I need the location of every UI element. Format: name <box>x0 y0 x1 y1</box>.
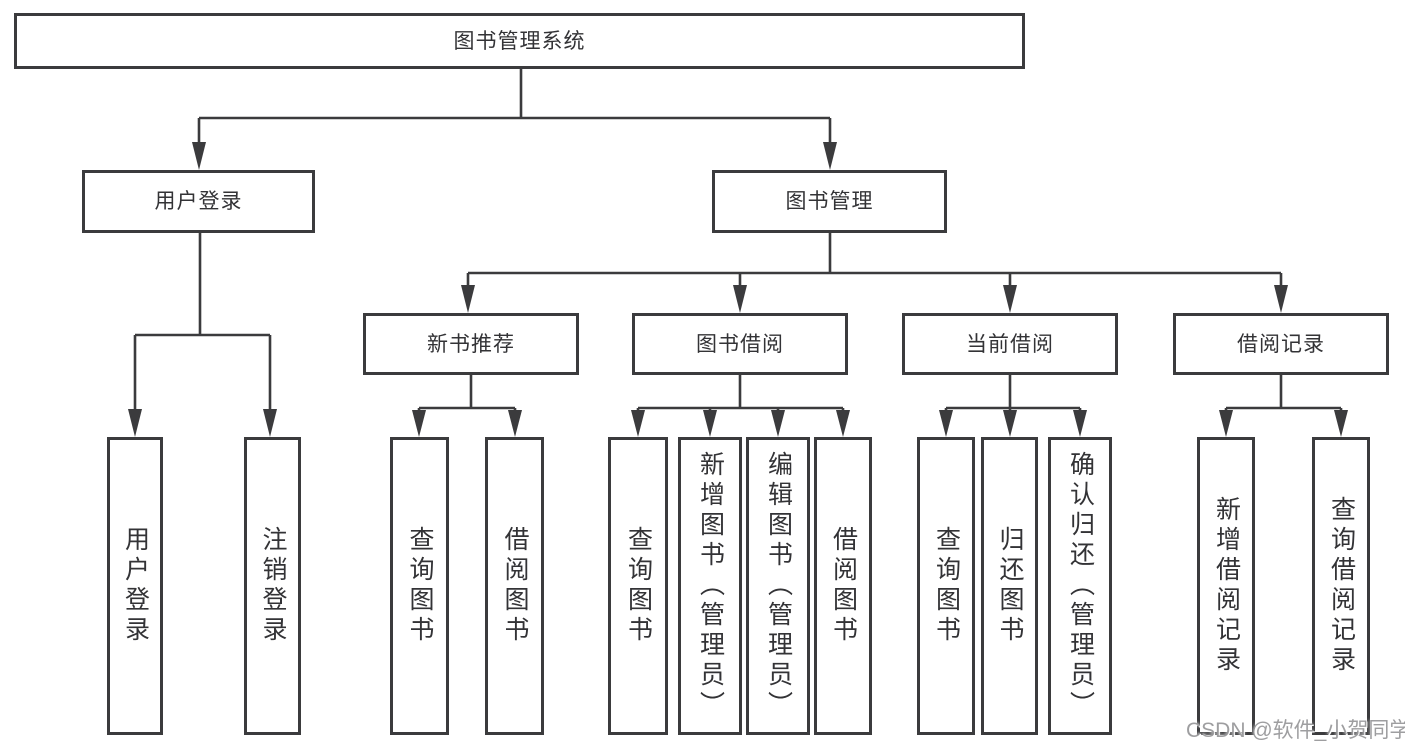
node-book-borrow: 图书借阅 <box>632 313 848 375</box>
leaf-edit-book-admin-label: 编辑图书（管理员） <box>764 451 793 721</box>
leaf-user-login: 用户登录 <box>107 437 163 735</box>
leaf-query-books-newbook-label: 查询图书 <box>406 526 434 646</box>
leaf-query-borrow-record: 查询借阅记录 <box>1312 437 1370 735</box>
leaf-edit-book-admin: 编辑图书（管理员） <box>746 437 810 735</box>
leaf-add-book-admin: 新增图书（管理员） <box>678 437 742 735</box>
leaf-query-books-borrow-label: 查询图书 <box>624 526 653 646</box>
csdn-watermark: CSDN @软件_小贺同学 <box>1186 719 1405 742</box>
leaf-borrow-books-newbook: 借阅图书 <box>485 437 544 735</box>
node-root-system: 图书管理系统 <box>14 13 1025 69</box>
leaf-confirm-return-admin: 确认归还（管理员） <box>1048 437 1112 735</box>
leaf-logout: 注销登录 <box>244 437 301 735</box>
leaf-query-books-current-label: 查询图书 <box>932 526 961 646</box>
node-user-login-label: 用户登录 <box>154 190 243 213</box>
leaf-return-books-label: 归还图书 <box>996 526 1024 646</box>
leaf-user-login-label: 用户登录 <box>121 526 150 646</box>
leaf-return-books: 归还图书 <box>981 437 1038 735</box>
node-borrow-record: 借阅记录 <box>1173 313 1389 375</box>
node-book-management: 图书管理 <box>712 170 947 233</box>
leaf-confirm-return-admin-label: 确认归还（管理员） <box>1066 451 1095 721</box>
leaf-query-books-current: 查询图书 <box>917 437 975 735</box>
leaf-logout-label: 注销登录 <box>259 526 287 646</box>
leaf-borrow-books-label: 借阅图书 <box>829 526 858 646</box>
leaf-add-borrow-record-label: 新增借阅记录 <box>1212 496 1241 676</box>
node-borrow-record-label: 借阅记录 <box>1237 332 1325 356</box>
node-book-management-label: 图书管理 <box>785 190 874 213</box>
leaf-borrow-books-newbook-label: 借阅图书 <box>501 526 529 646</box>
leaf-borrow-books: 借阅图书 <box>814 437 872 735</box>
leaf-add-book-admin-label: 新增图书（管理员） <box>696 451 725 721</box>
node-current-borrow-label: 当前借阅 <box>966 332 1054 356</box>
node-current-borrow: 当前借阅 <box>902 313 1118 375</box>
leaf-query-books-borrow: 查询图书 <box>608 437 668 735</box>
leaf-query-books-newbook: 查询图书 <box>390 437 449 735</box>
node-book-borrow-label: 图书借阅 <box>696 332 784 356</box>
leaf-add-borrow-record: 新增借阅记录 <box>1197 437 1255 735</box>
node-user-login: 用户登录 <box>82 170 315 233</box>
node-new-book-recommend: 新书推荐 <box>363 313 579 375</box>
leaf-query-borrow-record-label: 查询借阅记录 <box>1327 496 1356 676</box>
node-root-label: 图书管理系统 <box>453 29 586 53</box>
arrowheads <box>128 142 1348 437</box>
node-new-book-recommend-label: 新书推荐 <box>427 332 515 356</box>
